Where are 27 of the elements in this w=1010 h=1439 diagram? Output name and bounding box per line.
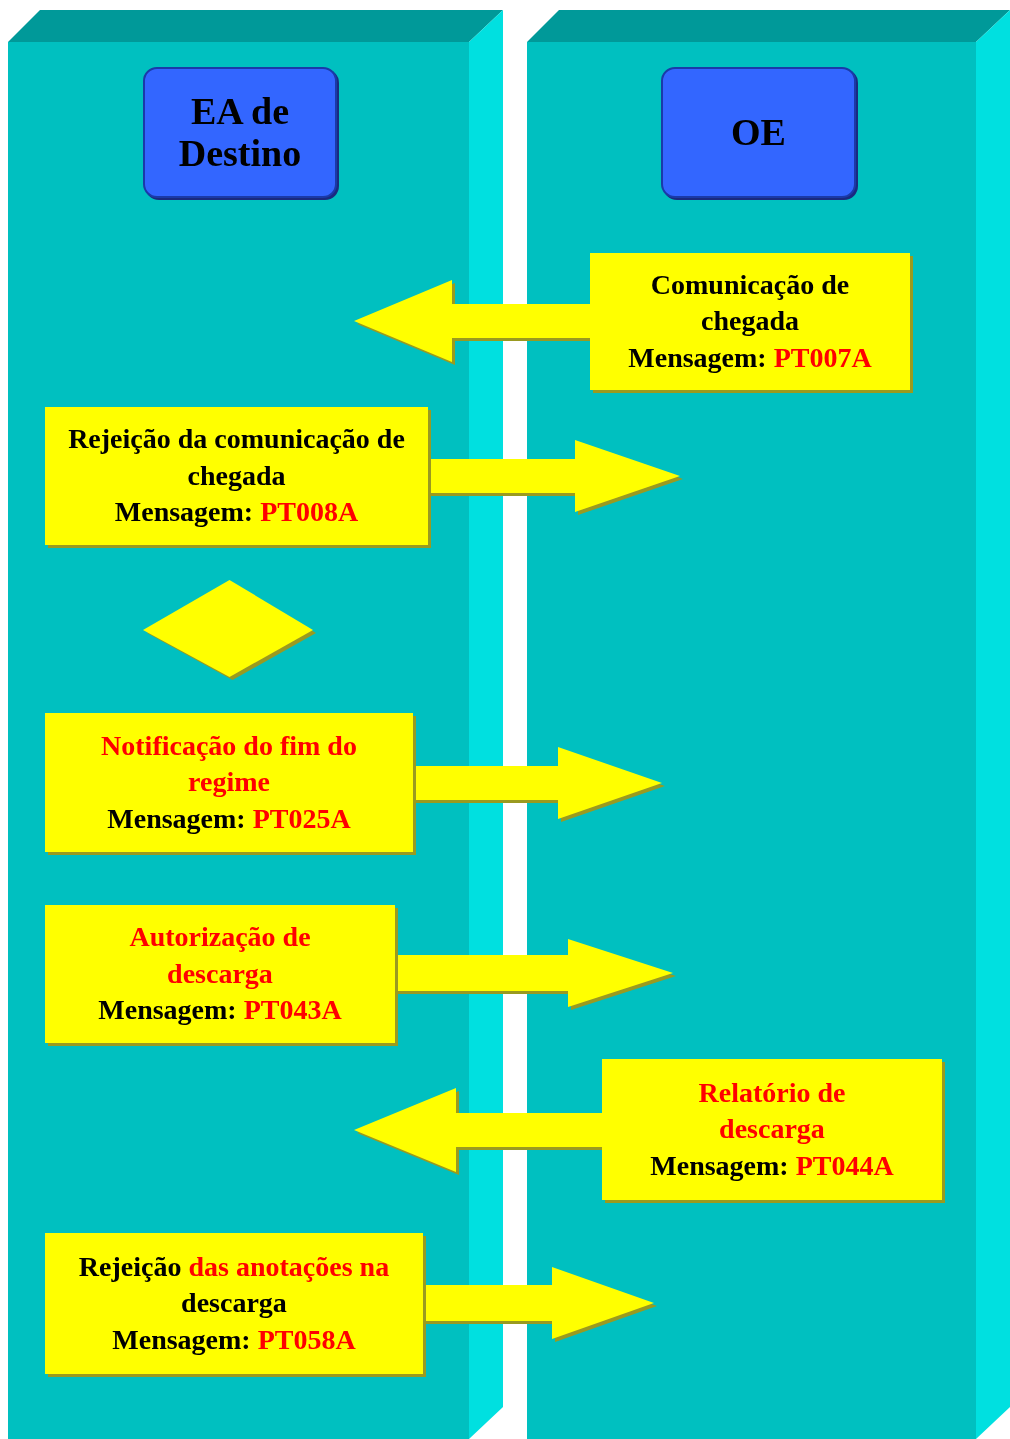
block-arrow <box>354 280 593 365</box>
message-title: Comunicação de chegada <box>649 267 851 339</box>
message-box <box>602 1059 942 1200</box>
message-box <box>45 407 428 545</box>
message-title: Rejeição da comunicação de chegada <box>67 422 406 493</box>
message-title: Autorização de descarga <box>128 920 312 991</box>
block-arrow <box>354 1088 605 1175</box>
actor-header: EA de Destino <box>143 67 337 198</box>
message-title: Notificação do fim do regime <box>100 728 358 800</box>
block-arrow <box>423 1267 657 1342</box>
actor-header: OE <box>661 67 856 198</box>
message-title: Relatório de descarga <box>697 1075 847 1147</box>
block-arrow <box>428 440 683 515</box>
message-code-line: Mensagem: PT043A <box>98 993 342 1028</box>
message-box <box>590 253 910 390</box>
message-code-line: Mensagem: PT044A <box>650 1148 894 1183</box>
decision-diamond <box>143 580 316 680</box>
message-box <box>45 1233 423 1374</box>
block-arrow <box>413 747 665 822</box>
message-code-line: Mensagem: PT008A <box>114 495 359 530</box>
message-box <box>45 713 413 852</box>
message-code-line: Mensagem: PT007A <box>628 340 872 375</box>
block-arrow <box>395 939 676 1010</box>
message-title: Rejeição das anotações na descarga <box>77 1249 391 1321</box>
message-box <box>45 905 395 1043</box>
message-code-line: Mensagem: PT025A <box>107 801 351 836</box>
message-code-line: Mensagem: PT058A <box>112 1322 356 1357</box>
